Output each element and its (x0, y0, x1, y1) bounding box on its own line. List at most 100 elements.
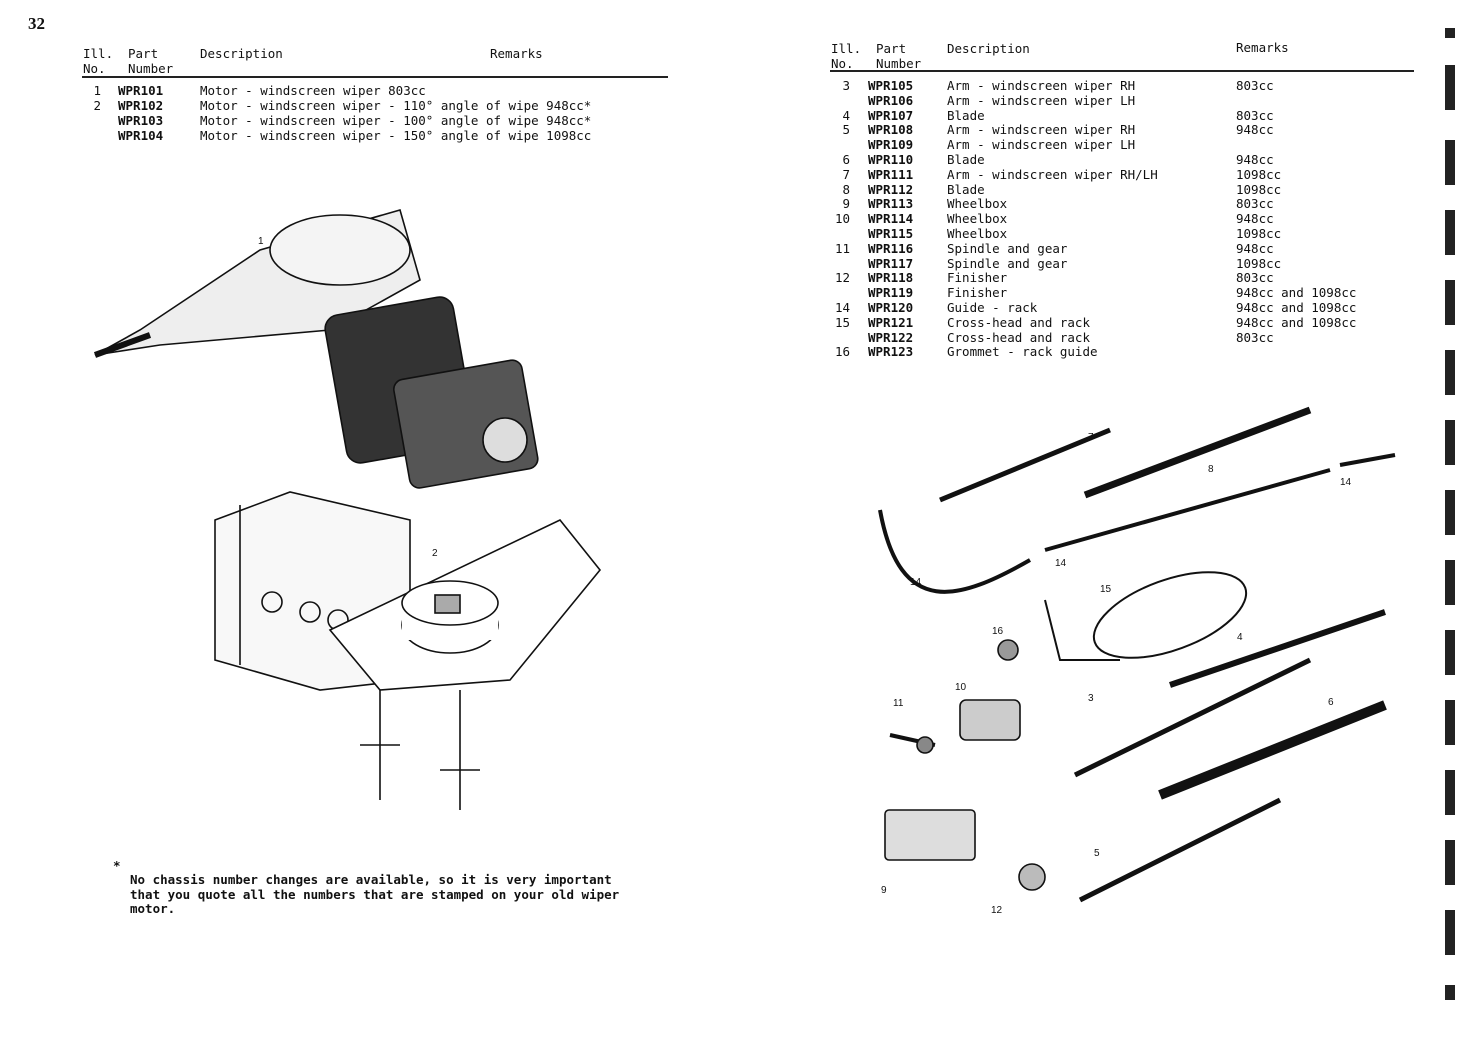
left-header-part-number: Part Number (128, 46, 174, 76)
callout-14b: 14 (1055, 558, 1067, 569)
part-number-cell: WPR106 (868, 92, 914, 108)
right-header-ill-no: Ill. No. (831, 41, 862, 71)
description-cell: Motor - windscreen wiper 803cc (200, 83, 426, 98)
part-number-cell: WPR115 (868, 226, 914, 241)
remarks-cell: 948cc (1236, 211, 1274, 227)
part-number-cell: WPR117 (868, 255, 914, 271)
remarks-cell: 948cc (1236, 152, 1274, 167)
ill-number-cell: 12 (834, 270, 850, 286)
ill-number-cell: 10 (834, 211, 850, 227)
remarks-cell: 948cc (1236, 240, 1274, 256)
description-cell: Spindle and gear (947, 240, 1068, 256)
callout-6: 6 (1328, 697, 1334, 708)
description-cell: Wheelbox (947, 211, 1008, 227)
right-header-part-number: Part Number (876, 41, 922, 71)
remarks-cell: 803cc (1236, 329, 1274, 345)
remarks-cell: 1098cc (1236, 226, 1282, 241)
part-number-cell: WPR112 (868, 181, 914, 197)
ill-number-cell: 2 (93, 98, 101, 113)
part-number-cell: WPR123 (868, 344, 914, 360)
footnote-star: * (113, 857, 121, 873)
right-header-remarks: Remarks (1236, 40, 1289, 55)
description-cell: Blade (947, 152, 985, 167)
part-number-cell: WPR101 (118, 83, 164, 98)
callout-16: 16 (992, 626, 1004, 637)
remarks-cell: 803cc (1236, 196, 1274, 212)
left-header-rule (82, 76, 668, 78)
remarks-cell: 803cc (1236, 270, 1274, 286)
part-number-cell: WPR102 (118, 98, 164, 113)
description-cell: Grommet - rack guide (947, 344, 1098, 360)
callout-12: 12 (991, 905, 1003, 916)
part-number-cell: WPR108 (868, 122, 914, 138)
description-cell: Motor - windscreen wiper - 100° angle of… (200, 113, 592, 128)
remarks-cell: 948cc (1236, 122, 1274, 138)
part-number-cell: WPR113 (868, 196, 914, 212)
description-cell: Wheelbox (947, 226, 1008, 241)
description-cell: Cross-head and rack (947, 314, 1090, 330)
description-cell: Spindle and gear (947, 255, 1068, 271)
remarks-cell: 1098cc (1236, 181, 1282, 197)
description-cell: Arm - windscreen wiper LH (947, 137, 1136, 153)
part-number-cell: WPR114 (868, 211, 914, 227)
left-header-remarks: Remarks (490, 46, 543, 61)
callout-8: 8 (1208, 464, 1214, 475)
callout-15: 15 (1100, 584, 1112, 595)
part-number-cell: WPR104 (118, 128, 164, 143)
callout-14a: 14 (1340, 477, 1352, 488)
part-number-cell: WPR103 (118, 113, 164, 128)
callout-9: 9 (881, 885, 887, 896)
remarks-cell: 803cc (1236, 78, 1274, 93)
description-cell: Cross-head and rack (947, 329, 1090, 345)
ill-number-cell: 8 (842, 181, 850, 197)
remarks-cell: 1098cc (1236, 255, 1282, 271)
footnote: * No chassis number changes are availabl… (113, 844, 633, 931)
callout-7: 7 (1088, 432, 1094, 443)
wiper-motor-803cc-illustration (93, 209, 539, 489)
description-cell: Finisher (947, 270, 1008, 286)
part-number-cell: WPR119 (868, 285, 914, 301)
wiper-motor-948cc-illustration (214, 491, 602, 810)
description-cell: Arm - windscreen wiper RH (947, 78, 1136, 93)
ill-number-cell: 6 (842, 152, 850, 167)
description-cell: Arm - windscreen wiper RH (947, 122, 1136, 138)
ill-number-cell: 7 (842, 166, 850, 182)
part-number-cell: WPR118 (868, 270, 914, 286)
ill-number-cell: 11 (834, 240, 850, 256)
part-number-cell: WPR105 (868, 78, 914, 93)
ill-number-cell: 14 (834, 300, 850, 315)
description-cell: Wheelbox (947, 196, 1008, 212)
ill-number-cell: 5 (842, 122, 850, 138)
part-number-cell: WPR111 (868, 166, 914, 182)
right-header-description: Description (947, 41, 1030, 56)
left-header-description: Description (200, 46, 283, 61)
part-number-cell: WPR122 (868, 329, 914, 345)
ill-number-cell: 15 (834, 314, 850, 330)
left-header-ill-no: Ill. No. (83, 46, 114, 76)
part-number-cell: WPR121 (868, 314, 914, 330)
ill-number-cell: 4 (842, 107, 850, 123)
remarks-cell: 803cc (1236, 107, 1274, 123)
callout-2: 2 (432, 548, 438, 559)
description-cell: Blade (947, 107, 985, 123)
part-number-cell: WPR107 (868, 107, 914, 123)
part-number-cell: WPR109 (868, 137, 914, 153)
remarks-cell: 948cc and 1098cc (1236, 314, 1357, 330)
callout-1: 1 (258, 236, 264, 247)
description-cell: Arm - windscreen wiper RH/LH (947, 166, 1158, 182)
description-cell: Motor - windscreen wiper - 150° angle of… (200, 128, 592, 143)
wiper-parts-exploded-illustration (878, 406, 1396, 903)
part-number-cell: WPR120 (868, 300, 914, 315)
ill-number-cell: 9 (842, 196, 850, 212)
remarks-cell: 948cc and 1098cc (1236, 300, 1357, 315)
page-number: 32 (28, 14, 45, 33)
right-header-rule (830, 70, 1414, 72)
callout-3: 3 (1088, 693, 1094, 704)
description-cell: Finisher (947, 285, 1008, 301)
remarks-cell: 948cc and 1098cc (1236, 285, 1357, 301)
ill-number-cell: 16 (834, 344, 850, 360)
footnote-text: No chassis number changes are available,… (130, 872, 620, 916)
callout-14c: 14 (910, 577, 922, 588)
